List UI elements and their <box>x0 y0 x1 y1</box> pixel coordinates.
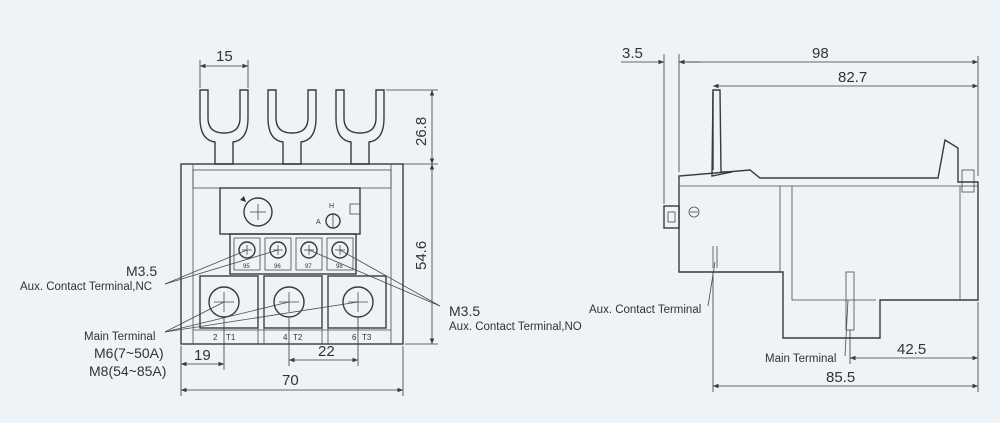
dim-54-6: 54.6 <box>413 241 430 270</box>
main-terminal-m6: M6(7~50A) <box>94 345 164 361</box>
side-housing <box>678 138 979 339</box>
dim-22: 22 <box>318 343 335 360</box>
front-view: H A 95 96 97 98 <box>20 48 582 396</box>
dim-70: 70 <box>282 372 299 389</box>
svg-text:T1: T1 <box>226 333 236 342</box>
aux-no-label: Aux. Contact Terminal,NO <box>449 321 582 333</box>
aux-terminal-block: 95 96 97 98 <box>229 233 357 275</box>
dim-98: 98 <box>812 45 829 62</box>
aux-nc-label: Aux. Contact Terminal,NC <box>20 281 152 293</box>
aux-no-size: M3.5 <box>449 303 480 319</box>
current-dial <box>243 197 273 227</box>
main-terminal-block: 2 T1 4 T2 6 T3 <box>193 275 391 344</box>
svg-text:A: A <box>316 219 321 226</box>
dim-85-5: 85.5 <box>826 369 855 386</box>
svg-text:2: 2 <box>213 333 218 342</box>
dim-82-7: 82.7 <box>838 69 867 86</box>
main-terminal-m8: M8(54~85A) <box>89 363 166 379</box>
side-main-label: Main Terminal <box>765 353 836 365</box>
dim-19: 19 <box>194 347 211 364</box>
front-leaders <box>164 249 441 333</box>
svg-text:98: 98 <box>336 264 343 270</box>
dim-42-5: 42.5 <box>897 341 926 358</box>
fork-terminals <box>199 89 385 165</box>
svg-text:T3: T3 <box>362 333 372 342</box>
svg-text:95: 95 <box>243 264 250 270</box>
svg-text:H: H <box>329 203 334 210</box>
aux-nc-size: M3.5 <box>126 263 157 279</box>
dim-15: 15 <box>216 48 233 65</box>
svg-text:6: 6 <box>352 333 357 342</box>
main-terminal-label: Main Terminal <box>84 331 155 343</box>
svg-text:T2: T2 <box>293 333 303 342</box>
side-aux-label: Aux. Contact Terminal <box>589 304 701 316</box>
svg-text:97: 97 <box>305 264 312 270</box>
dial-panel <box>219 187 361 235</box>
svg-text:4: 4 <box>283 333 288 342</box>
dim-26-8: 26.8 <box>413 117 430 146</box>
side-view: 3.5 98 82.7 42.5 85.5 Aux. Contact Termi… <box>589 45 979 392</box>
svg-text:96: 96 <box>274 264 281 270</box>
dim-3-5: 3.5 <box>622 45 643 62</box>
front-body <box>180 163 404 345</box>
